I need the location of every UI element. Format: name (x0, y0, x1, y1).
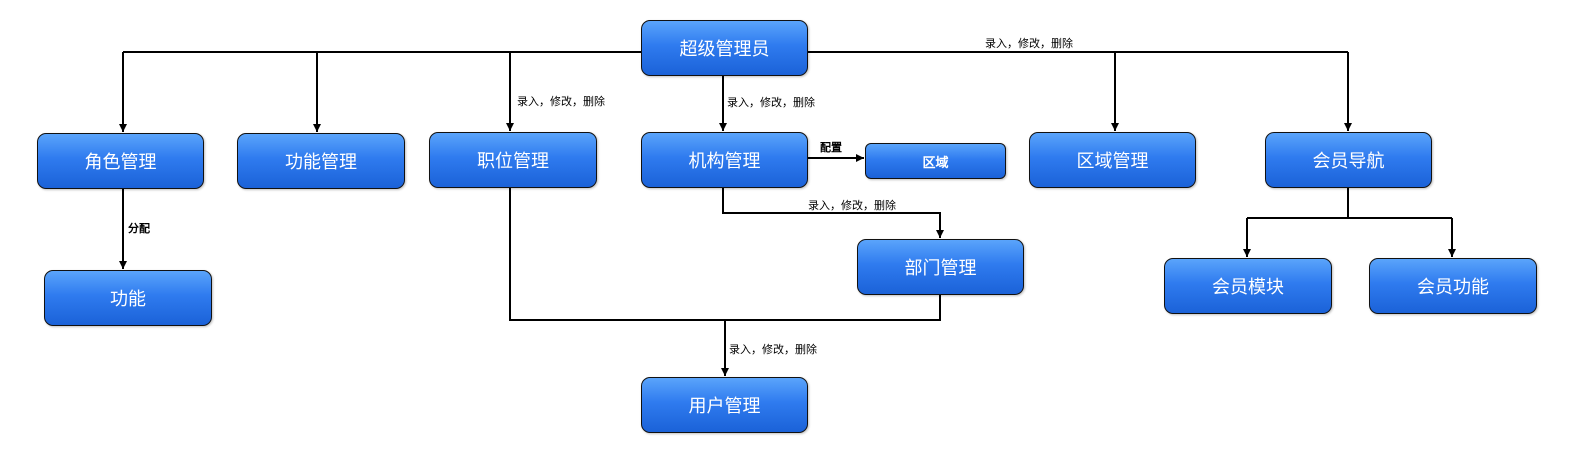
edge-label-crud-position: 录入，修改，删除 (517, 95, 605, 108)
node-super-admin: 超级管理员 (641, 20, 808, 76)
edge-label-crud-dept: 录入，修改，删除 (808, 199, 896, 212)
node-function-management: 功能管理 (237, 133, 405, 189)
node-area-management: 区域管理 (1029, 132, 1196, 188)
edge-label-crud-org: 录入，修改，删除 (727, 96, 815, 109)
node-role-management: 角色管理 (37, 133, 204, 189)
edge-label-config: 配置 (820, 141, 842, 154)
node-function: 功能 (44, 270, 212, 326)
node-org-management: 机构管理 (641, 132, 808, 188)
edge-label-assign: 分配 (128, 222, 150, 235)
node-member-module: 会员模块 (1164, 258, 1332, 314)
edge-label-crud-top-right: 录入，修改，删除 (985, 37, 1073, 50)
node-member-function: 会员功能 (1369, 258, 1537, 314)
node-member-navigation: 会员导航 (1265, 132, 1432, 188)
node-department-management: 部门管理 (857, 239, 1024, 295)
node-user-management: 用户管理 (641, 377, 808, 433)
connector-org-to-dept (722, 187, 944, 238)
edge-label-crud-user: 录入，修改，删除 (729, 343, 817, 356)
node-area: 区域 (865, 143, 1006, 179)
node-position-management: 职位管理 (429, 132, 597, 188)
